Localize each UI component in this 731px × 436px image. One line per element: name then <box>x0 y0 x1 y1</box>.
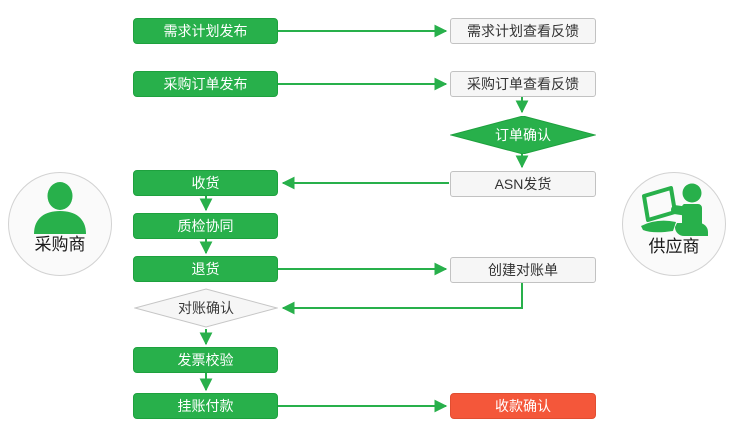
node-asn-ship: ASN发货 <box>450 171 596 197</box>
node-create-statement: 创建对账单 <box>450 257 596 283</box>
node-po-feedback: 采购订单查看反馈 <box>450 71 596 97</box>
node-book-payment: 挂账付款 <box>133 393 278 419</box>
diamond-shape <box>134 288 278 328</box>
buyer-person-icon <box>34 182 86 234</box>
node-po-publish: 采购订单发布 <box>133 71 278 97</box>
node-receive-goods: 收货 <box>133 170 278 196</box>
decision-order-confirm-label: 订单确认 <box>495 127 551 143</box>
actor-buyer: 采购商 <box>8 172 112 276</box>
node-quality-collab: 质检协同 <box>133 213 278 239</box>
node-invoice-verify: 发票校验 <box>133 347 278 373</box>
node-return-goods: 退货 <box>133 256 278 282</box>
diamond-shape <box>450 116 596 154</box>
decision-recon-confirm: 对账确认 <box>134 288 278 328</box>
connector-statement-to-recon-confirm <box>281 283 523 315</box>
actor-buyer-label: 采购商 <box>34 235 86 254</box>
decision-recon-confirm-label: 对账确认 <box>178 300 234 316</box>
actor-supplier-label: 供应商 <box>648 237 700 256</box>
node-demand-plan-feedback: 需求计划查看反馈 <box>450 18 596 44</box>
node-demand-plan-publish: 需求计划发布 <box>133 18 278 44</box>
decision-order-confirm: 订单确认 <box>450 116 596 154</box>
supplier-person-laptop-icon <box>641 183 708 236</box>
node-payment-confirm: 收款确认 <box>450 393 596 419</box>
actor-supplier: 供应商 <box>622 172 726 276</box>
